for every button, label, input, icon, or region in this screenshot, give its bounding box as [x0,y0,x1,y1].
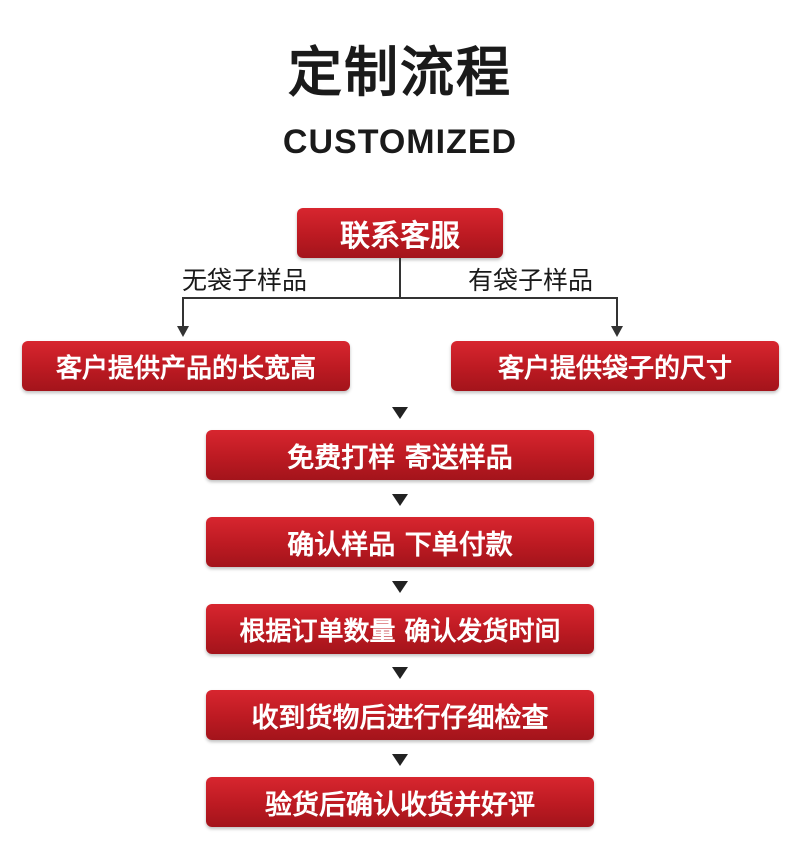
page-title: 定制流程 [288,41,512,104]
step-box: 确认样品 下单付款 [206,517,594,567]
right-branch-arrow [611,326,623,337]
step-box: 根据订单数量 确认发货时间 [206,604,594,654]
down-arrow-icon [392,754,408,766]
down-arrow-icon [392,667,408,679]
step-label: 收到货物后进行仔细检查 [251,702,549,734]
branch-horizontal-line [182,297,618,299]
step-label: 验货后确认收货并好评 [265,789,535,821]
left-branch-arrow [177,326,189,337]
start-step-box: 联系客服 [297,208,503,258]
down-arrow-icon [392,581,408,593]
page-subtitle: CUSTOMIZED [282,123,518,161]
step-label: 确认样品 下单付款 [287,529,513,561]
branch-right-label: 有袋子样品 [468,266,594,295]
right-step-label: 客户提供袋子的尺寸 [497,353,732,384]
down-arrow-icon [392,407,408,419]
down-arrow-icon [392,494,408,506]
right-step-box: 客户提供袋子的尺寸 [451,341,779,391]
branch-left-label: 无袋子样品 [182,266,308,295]
step-box: 验货后确认收货并好评 [206,777,594,827]
right-branch-line [616,297,618,327]
step-box: 收到货物后进行仔细检查 [206,690,594,740]
step-box: 免费打样 寄送样品 [206,430,594,480]
step-label: 根据订单数量 确认发货时间 [239,616,561,647]
left-step-box: 客户提供产品的长宽高 [22,341,350,391]
step-label: 免费打样 寄送样品 [287,442,513,474]
left-step-label: 客户提供产品的长宽高 [55,353,316,384]
left-branch-line [182,297,184,327]
start-step-label: 联系客服 [340,219,460,254]
trunk-line [399,258,401,298]
